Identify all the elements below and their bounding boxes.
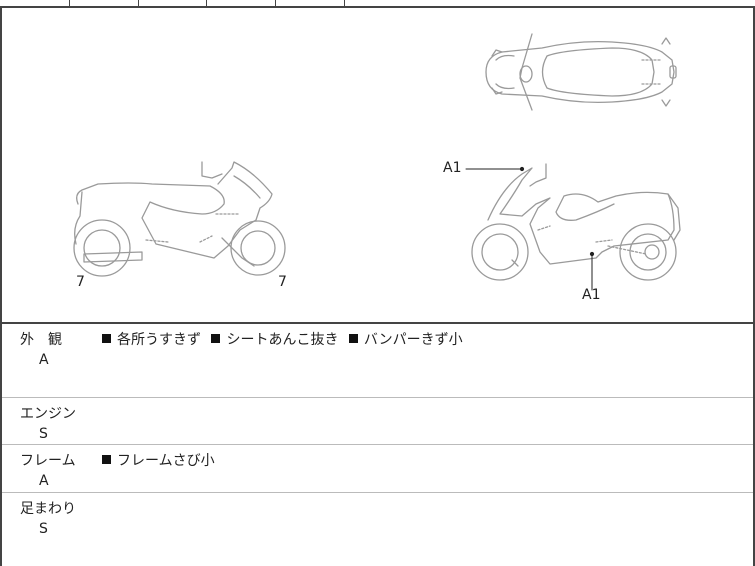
inspection-sheet-frame bbox=[0, 6, 755, 566]
section-grade: S bbox=[39, 521, 48, 537]
scooter-top-view-icon bbox=[485, 33, 677, 111]
note-item: フレームさび小 bbox=[117, 453, 215, 469]
damage-diagram: 7 7 A1 A1 bbox=[2, 8, 753, 324]
section-engine: エンジン S bbox=[2, 398, 753, 445]
section-title: エンジン bbox=[20, 406, 76, 422]
note-item: シートあんこ抜き bbox=[226, 332, 339, 348]
header-cell-divider bbox=[275, 0, 276, 6]
header-cell-divider bbox=[69, 0, 70, 6]
damage-label-windscreen: A1 bbox=[443, 160, 462, 176]
section-grade: A bbox=[39, 352, 49, 368]
section-frame: フレーム A フレームさび小 bbox=[2, 445, 753, 493]
damage-label-floor: A1 bbox=[582, 287, 601, 303]
section-title: 外 観 bbox=[20, 332, 62, 348]
header-cell-divider bbox=[138, 0, 139, 6]
note-item: 各所うすきず bbox=[117, 332, 201, 348]
scooter-right-side-icon bbox=[471, 163, 681, 281]
section-title: 足まわり bbox=[20, 501, 76, 517]
header-table-strip bbox=[0, 0, 753, 8]
damage-label-rear-left: 7 bbox=[76, 274, 85, 290]
section-notes: 各所うすきず シートあんこ抜き バンパーきず小 bbox=[102, 329, 469, 349]
note-item: バンパーきず小 bbox=[363, 332, 463, 348]
bullet-square-icon bbox=[102, 455, 111, 464]
header-cell-divider bbox=[206, 0, 207, 6]
section-notes: フレームさび小 bbox=[102, 450, 221, 470]
bullet-square-icon bbox=[348, 334, 358, 343]
header-cell-divider bbox=[344, 0, 345, 6]
bullet-square-icon bbox=[211, 334, 221, 343]
section-suspension: 足まわり S bbox=[2, 493, 753, 561]
scooter-left-side-icon bbox=[73, 161, 286, 277]
damage-label-front-left: 7 bbox=[278, 274, 287, 290]
bullet-square-icon bbox=[102, 334, 111, 343]
section-grade: A bbox=[39, 473, 49, 489]
section-grade: S bbox=[39, 426, 48, 442]
section-title: フレーム bbox=[20, 453, 76, 469]
section-exterior: 外 観 A 各所うすきず シートあんこ抜き バンパーきず小 bbox=[2, 324, 753, 398]
